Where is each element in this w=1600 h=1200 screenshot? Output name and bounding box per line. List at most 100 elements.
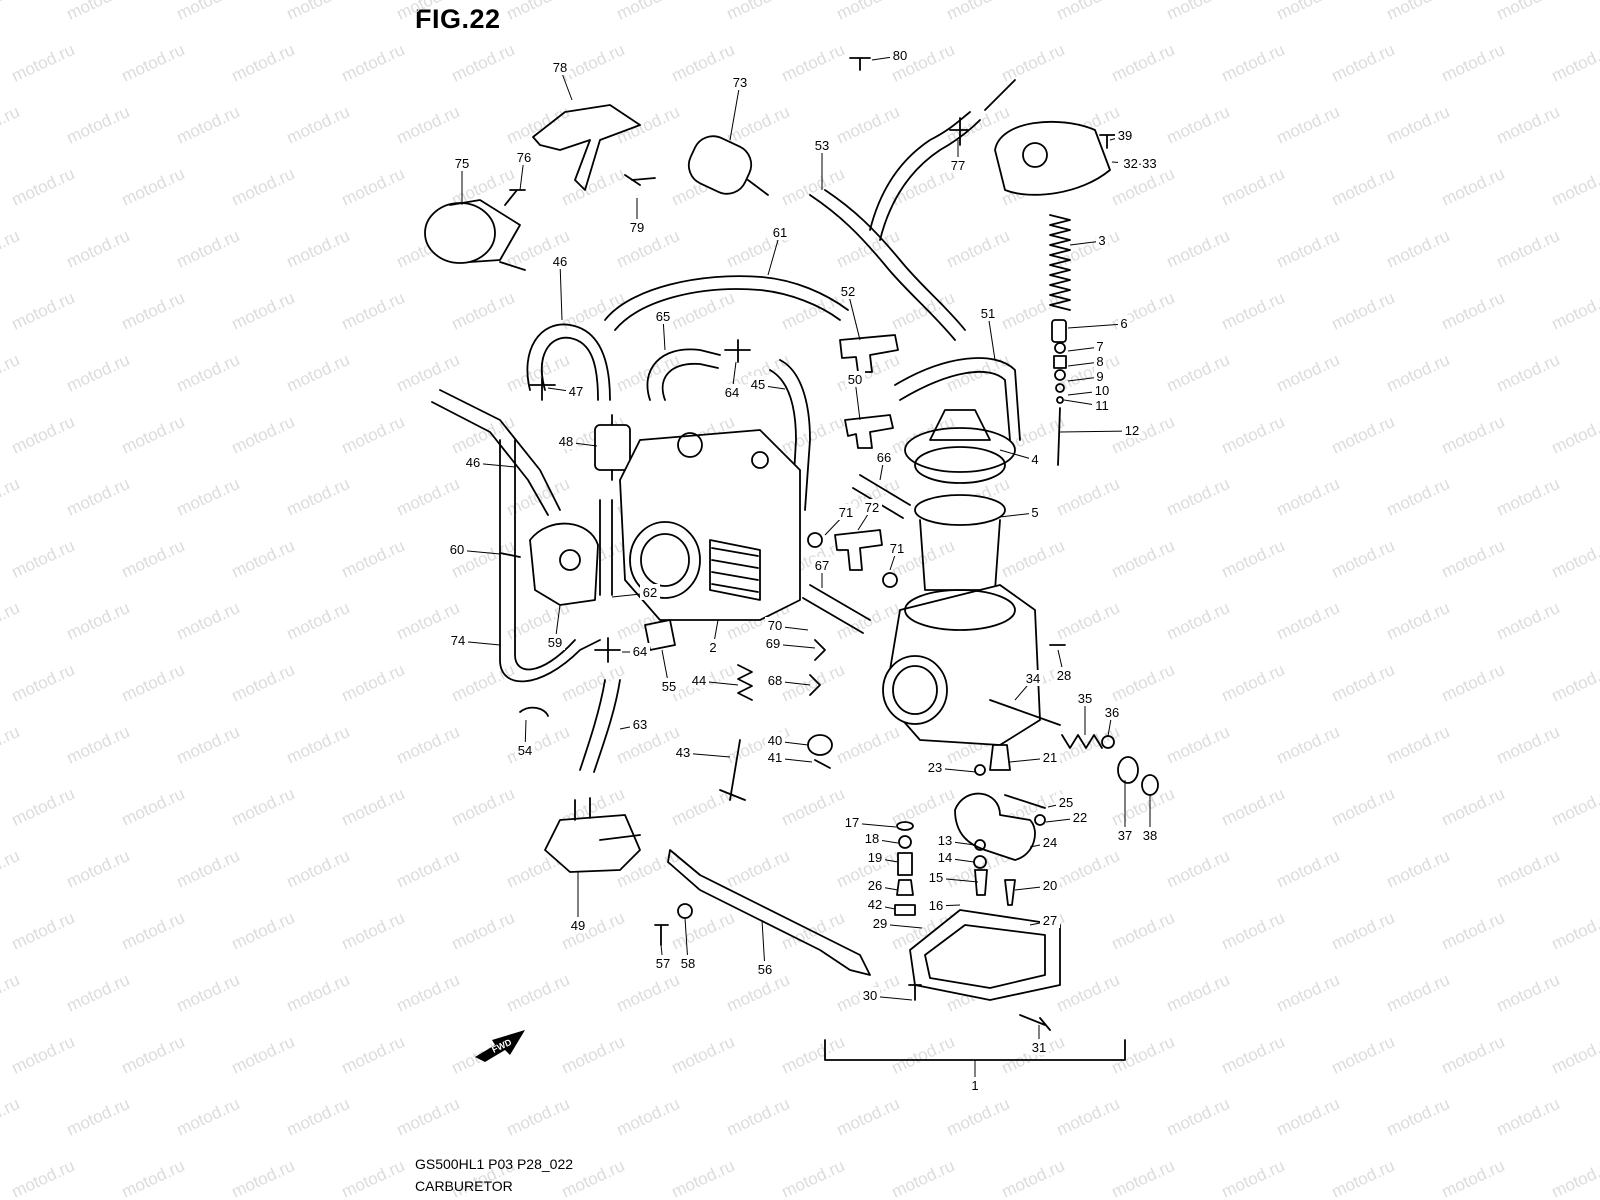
callout-label-background	[890, 47, 910, 63]
carburetor-body-right-34	[882, 584, 1061, 746]
watermark-text: motod.ru	[1109, 908, 1178, 954]
watermark-text: motod.ru	[0, 598, 22, 644]
watermark-text: motod.ru	[504, 0, 573, 24]
hose-65	[646, 348, 721, 401]
watermark-text: motod.ru	[394, 102, 463, 148]
callout-label: 39	[1118, 128, 1132, 143]
watermark-text: motod.ru	[1164, 970, 1233, 1016]
washer-11	[1056, 396, 1064, 404]
hose-67	[802, 584, 871, 634]
washer-58	[677, 903, 693, 919]
cap-37	[1117, 756, 1139, 784]
washer-18	[898, 835, 912, 849]
carburetor-body-left-2	[619, 429, 801, 621]
callout-label: 60	[450, 542, 464, 557]
watermark-text: motod.ru	[999, 1156, 1068, 1200]
callout-label-background	[556, 433, 576, 449]
watermark-text: motod.ru	[1164, 102, 1233, 148]
watermark-text: motod.ru	[229, 1156, 298, 1200]
watermark-text: motod.ru	[1384, 102, 1453, 148]
watermark-text: motod.ru	[669, 784, 738, 830]
callout-label-background	[514, 149, 534, 165]
watermark-text: motod.ru	[834, 722, 903, 768]
watermark-text: motod.ru	[1109, 412, 1178, 458]
watermark-text: motod.ru	[614, 970, 683, 1016]
spring-3	[1049, 214, 1071, 311]
watermark-text: motod.ru	[394, 722, 463, 768]
watermark-text: motod.ru	[1164, 350, 1233, 396]
callout-label-background	[765, 732, 785, 748]
watermark-text: motod.ru	[779, 784, 848, 830]
watermark-text: motod.ru	[559, 164, 628, 210]
callout-leader-line	[987, 313, 996, 361]
jet-20	[896, 879, 914, 896]
callout-label: 67	[815, 558, 829, 573]
watermark-text: motod.ru	[999, 536, 1068, 582]
callout-label-background	[845, 371, 865, 387]
callout-label: 55	[662, 679, 676, 694]
hose-62	[599, 499, 613, 596]
watermark-text: motod.ru	[1439, 536, 1508, 582]
watermark-text: motod.ru	[724, 0, 793, 24]
watermark-text: motod.ru	[504, 350, 573, 396]
callout-label-background	[1040, 877, 1060, 893]
spring-8	[1053, 355, 1067, 369]
watermark-text: motod.ru	[1054, 846, 1123, 892]
callout-label-background	[1054, 667, 1074, 683]
callout-label-background	[463, 454, 483, 470]
callout-label-background	[1115, 127, 1135, 143]
watermark-text: motod.ru	[119, 1156, 188, 1200]
watermark-text: motod.ru	[284, 474, 353, 520]
watermark-text: motod.ru	[64, 102, 133, 148]
callout-label: 31	[1032, 1040, 1046, 1055]
watermark-text: motod.ru	[1329, 1032, 1398, 1078]
callout-label-background	[1029, 1039, 1049, 1055]
callout-label: 28	[1057, 668, 1071, 683]
callout-label-background	[812, 137, 832, 153]
watermark-text: motod.ru	[1494, 598, 1563, 644]
watermark-text: motod.ru	[174, 0, 243, 24]
watermark-text: motod.ru	[394, 350, 463, 396]
callout-label: 11	[1095, 398, 1109, 413]
watermark-text: motod.ru	[1384, 970, 1453, 1016]
hose-46-long	[439, 389, 561, 511]
watermark-text: motod.ru	[64, 1094, 133, 1140]
callout-label: 80	[893, 48, 907, 63]
watermark-text: motod.ru	[0, 722, 22, 768]
callout-label-background	[689, 672, 709, 688]
watermark-text: motod.ru	[1164, 722, 1233, 768]
watermark-text: motod.ru	[614, 1094, 683, 1140]
callout-label: 8	[1096, 354, 1103, 369]
watermark-text: motod.ru	[669, 40, 738, 86]
bolt-57	[654, 924, 669, 946]
watermark-text: motod.ru	[229, 288, 298, 334]
callout-label-background	[550, 59, 570, 75]
callout-leader-line	[847, 291, 861, 341]
watermark-text: motod.ru	[559, 1032, 628, 1078]
watermark-text: motod.ru	[449, 908, 518, 954]
watermark-text: motod.ru	[229, 536, 298, 582]
callout-label-background	[707, 639, 719, 655]
callout-label: 38	[1143, 828, 1157, 843]
watermark-text: motod.ru	[779, 412, 848, 458]
watermark-text: motod.ru	[669, 1156, 738, 1200]
clip-54	[519, 706, 549, 717]
callout-label: 46	[466, 455, 480, 470]
watermark-text: motod.ru	[449, 412, 518, 458]
jet-15	[974, 869, 988, 896]
watermark-text: motod.ru	[1439, 288, 1508, 334]
hose-61	[614, 288, 841, 331]
callout-label: 64	[725, 385, 739, 400]
watermark-text: motod.ru	[1439, 412, 1508, 458]
callout-label: 79	[630, 220, 644, 235]
callout-label: 66	[877, 450, 891, 465]
callout-label-background	[770, 224, 790, 240]
watermark-text: motod.ru	[1549, 784, 1600, 830]
callout-label-background	[452, 155, 472, 171]
hose-46-upper	[526, 323, 611, 401]
callout-label: 40	[768, 733, 782, 748]
callout-label-background	[1140, 827, 1160, 843]
callout-label-background	[842, 814, 862, 830]
watermark-text: motod.ru	[229, 908, 298, 954]
callout-label-background	[860, 987, 880, 1003]
